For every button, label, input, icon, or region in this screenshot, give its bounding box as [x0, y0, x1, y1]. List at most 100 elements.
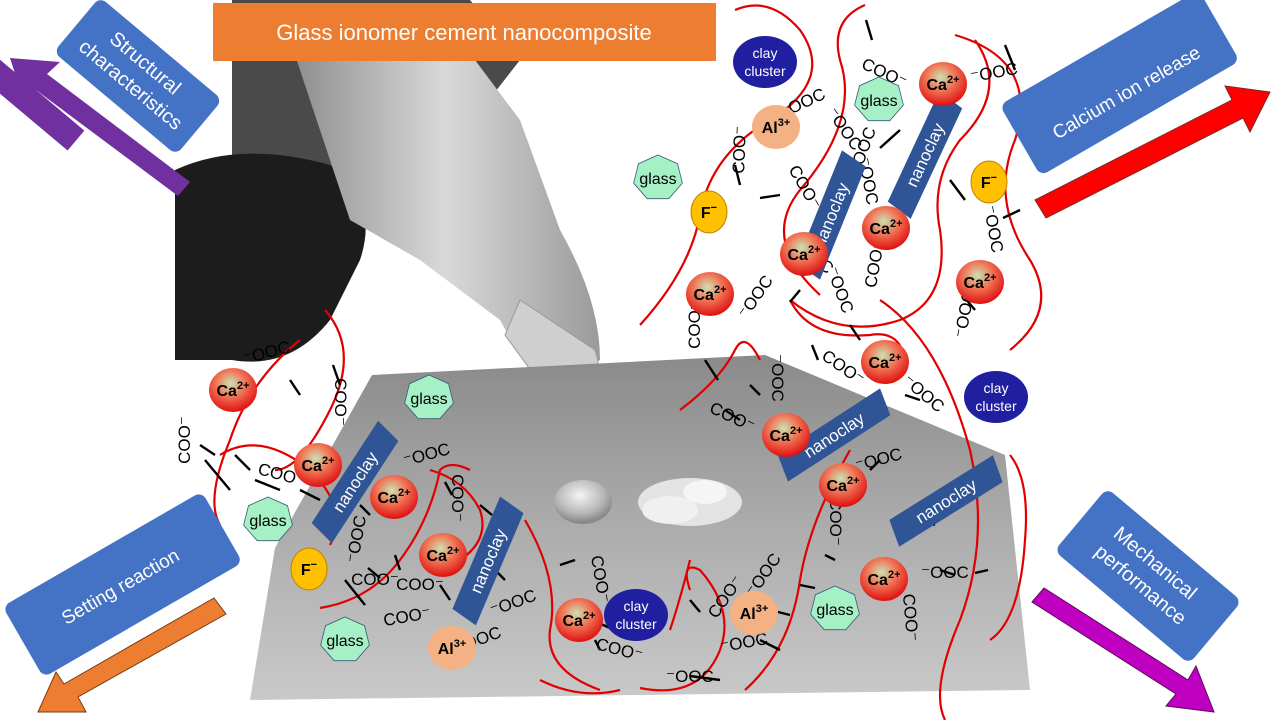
mechanical-corner: Mechanical performance	[1031, 491, 1239, 713]
calcium-ion: Ca2+	[860, 557, 908, 601]
ion-label: Ca2+	[427, 545, 460, 565]
carboxylate-group: COO⁻	[331, 378, 350, 426]
aluminium-ion: Al3+	[752, 105, 800, 149]
bottle-body	[290, 20, 600, 380]
setting-arrow	[37, 597, 227, 713]
crosslink-bond	[344, 579, 366, 606]
structural-arrow	[10, 58, 190, 196]
ion-label: F−	[301, 559, 317, 579]
structural-arrow-shaft	[0, 18, 85, 151]
polymer-chain	[668, 559, 692, 631]
polymer-chain	[524, 519, 601, 692]
title-background	[213, 3, 716, 61]
calcium-ion: Ca2+	[762, 413, 810, 457]
polymer-chain	[274, 309, 345, 472]
crosslink-bond	[724, 409, 741, 421]
calcium-ion: Ca2+	[419, 533, 467, 577]
calcium-ion: Ca2+	[294, 443, 342, 487]
ion-label: Al3+	[740, 603, 769, 623]
polymer-chain	[679, 340, 761, 411]
crosslink-bond	[254, 478, 281, 492]
calcium-ion: Ca2+	[686, 272, 734, 316]
crosslink-bond	[234, 454, 251, 471]
carboxylate-group: ⁻OOC	[666, 667, 714, 686]
clay-cluster-label: cluster	[975, 398, 1017, 414]
ion-label: Ca2+	[869, 352, 902, 372]
crosslink-bond	[939, 568, 956, 577]
ions: Ca2+ Ca2+ Ca2+ Ca2+ Ca2+ Ca2+ Ca2+ Ca2+ Ca2+ Ca2+…	[209, 62, 1008, 670]
calcium-ion: Ca2+	[780, 232, 828, 276]
crosslink-bond	[359, 504, 371, 516]
polymer-chain	[539, 679, 621, 695]
crosslink-bond	[759, 638, 781, 652]
structural-label-box	[56, 0, 220, 152]
glass-label: glass	[410, 391, 447, 408]
ion-label: Ca2+	[788, 244, 821, 264]
carboxylate-group: COO⁻	[351, 570, 399, 589]
crosslink-bond	[759, 193, 781, 200]
calcium-corner: Calcium ion release	[1002, 0, 1271, 219]
carboxylate-group: ⁻OOC	[969, 59, 1019, 86]
carboxylate-group: COO⁻	[729, 126, 750, 174]
ion-label: Ca2+	[217, 380, 250, 400]
ion-label: Al3+	[438, 638, 467, 658]
clay-cluster-label: cluster	[615, 616, 657, 632]
crosslink-bond	[864, 19, 874, 41]
glass-particle: glass	[404, 374, 454, 420]
ion-label: Ca2+	[868, 569, 901, 589]
fluoride-ion: F−	[290, 547, 328, 591]
title-box: Glass ionomer cement nanocomposite	[213, 3, 716, 61]
glass-particle: glass	[320, 616, 370, 662]
glass-particle: glass	[810, 585, 860, 631]
crosslink-bond	[289, 379, 301, 396]
clay-cluster-label: clay	[624, 598, 649, 614]
crosslink-bond	[799, 583, 816, 590]
calcium-ion: Ca2+	[861, 340, 909, 384]
mechanical-arrow	[1031, 587, 1215, 713]
clay-cluster: clay cluster	[733, 36, 797, 88]
setting-label-box	[5, 494, 240, 675]
polymer-chain	[319, 463, 471, 610]
title: Glass ionomer cement nanocomposite	[276, 20, 651, 45]
calcium-arrow	[1034, 85, 1271, 219]
setting-corner: Setting reaction	[5, 494, 240, 713]
ion-label: Ca2+	[563, 610, 596, 630]
ion-label: Ca2+	[964, 272, 997, 292]
carboxylate-group: COO⁻	[826, 498, 845, 546]
ion-label: Ca2+	[770, 425, 803, 445]
calcium-ion: Ca2+	[370, 475, 418, 519]
crosslink-bond	[824, 553, 836, 562]
calcium-label-box	[1002, 0, 1237, 174]
crosslink-bond	[479, 504, 493, 516]
calcium-ion: Ca2+	[555, 598, 603, 642]
liquid-drop-on-slab	[554, 480, 612, 524]
polymer-chain	[213, 339, 301, 526]
carboxylate-group: ⁻OOC	[734, 272, 777, 322]
crosslink-bond	[789, 289, 801, 303]
polymer-chain	[789, 39, 991, 328]
calcium-ion: Ca2+	[862, 206, 910, 250]
crosslink-bond	[1003, 44, 1017, 71]
clay-cluster-label: clay	[984, 380, 1009, 396]
crosslink-bond	[869, 459, 881, 471]
ion-label: Ca2+	[378, 487, 411, 507]
crosslink-bond	[849, 324, 861, 341]
crosslink-bond	[199, 444, 216, 456]
glass-particle: glass	[633, 154, 683, 200]
ion-label: Ca2+	[870, 218, 903, 238]
clay-cluster-label: cluster	[744, 63, 786, 79]
polymer-chain	[989, 454, 1028, 641]
crosslink-bond	[733, 164, 742, 186]
polymer-chain	[429, 468, 484, 561]
crosslink-bond	[689, 674, 721, 682]
crosslink-bond	[749, 384, 761, 396]
clay-cluster-label: clay	[753, 45, 778, 61]
crosslink-bond	[204, 459, 231, 491]
fluoride-ion: F−	[690, 190, 728, 234]
crosslink-bond	[689, 599, 701, 613]
crosslink-bond	[879, 129, 901, 149]
glass-label: glass	[249, 513, 286, 530]
calcium-ion: Ca2+	[919, 62, 967, 106]
carboxylate-group: ⁻OOC	[921, 563, 969, 582]
